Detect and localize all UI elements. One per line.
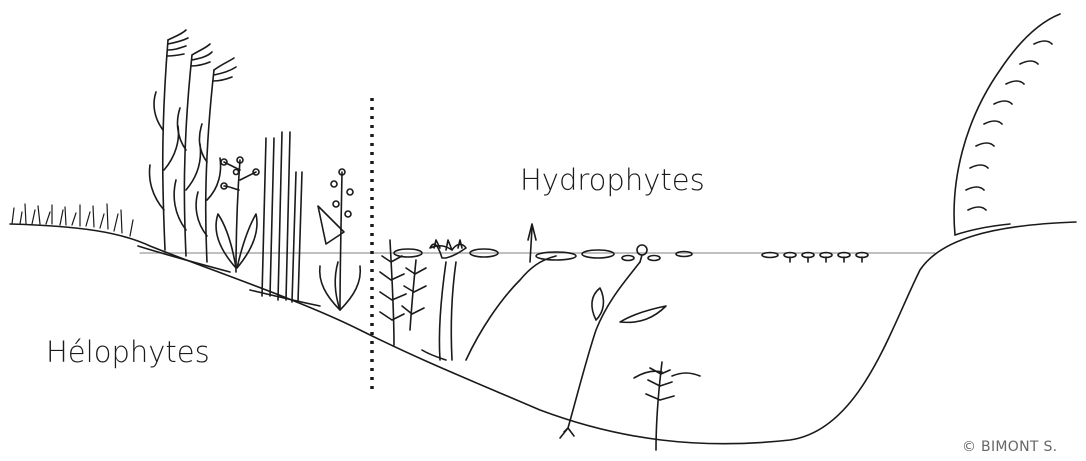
flowering-plant-icon <box>318 169 360 310</box>
flowering-plant-icon <box>216 157 259 272</box>
grass-icon <box>12 204 133 236</box>
rush-icon <box>262 132 302 302</box>
helophytes-label: Hélophytes <box>46 338 210 367</box>
hydrophytes-label: Hydrophytes <box>520 166 705 195</box>
reed-icon <box>150 30 188 250</box>
copyright-credit: © BIMONT S. <box>962 440 1057 454</box>
submerged-plant-icon <box>560 245 666 438</box>
floating-leaf-icon <box>394 224 614 360</box>
shrub-icon <box>954 14 1060 235</box>
water-lily-icon <box>422 240 466 360</box>
rhizome <box>250 290 320 306</box>
rhizome <box>138 246 230 272</box>
